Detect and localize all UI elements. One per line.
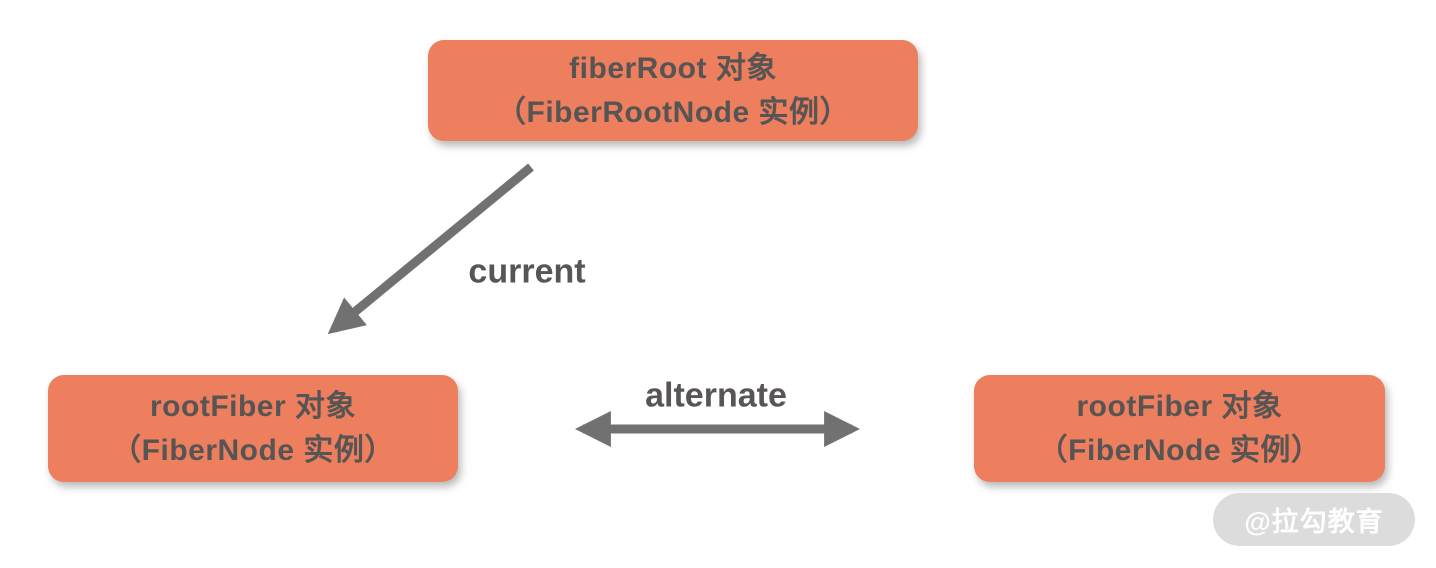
edge-label-alternate: alternate: [645, 376, 787, 415]
current-arrow: [327, 163, 534, 335]
node-fiber-root-title: fiberRoot 对象: [569, 52, 777, 85]
node-root-fiber-alternate: rootFiber 对象 （FiberNode 实例）: [974, 375, 1385, 482]
node-root-fiber-current-subtitle: （FiberNode 实例）: [111, 433, 395, 467]
watermark-badge: @拉勾教育: [1213, 493, 1415, 546]
node-root-fiber-current: rootFiber 对象 （FiberNode 实例）: [48, 375, 458, 482]
edge-label-current: current: [468, 252, 586, 291]
node-root-fiber-alternate-subtitle: （FiberNode 实例）: [1037, 433, 1322, 467]
node-fiber-root-subtitle: （FiberRootNode 实例）: [496, 95, 850, 129]
node-root-fiber-alternate-title: rootFiber 对象: [1076, 390, 1283, 423]
node-root-fiber-current-title: rootFiber 对象: [150, 390, 356, 423]
node-fiber-root: fiberRoot 对象 （FiberRootNode 实例）: [428, 40, 918, 141]
